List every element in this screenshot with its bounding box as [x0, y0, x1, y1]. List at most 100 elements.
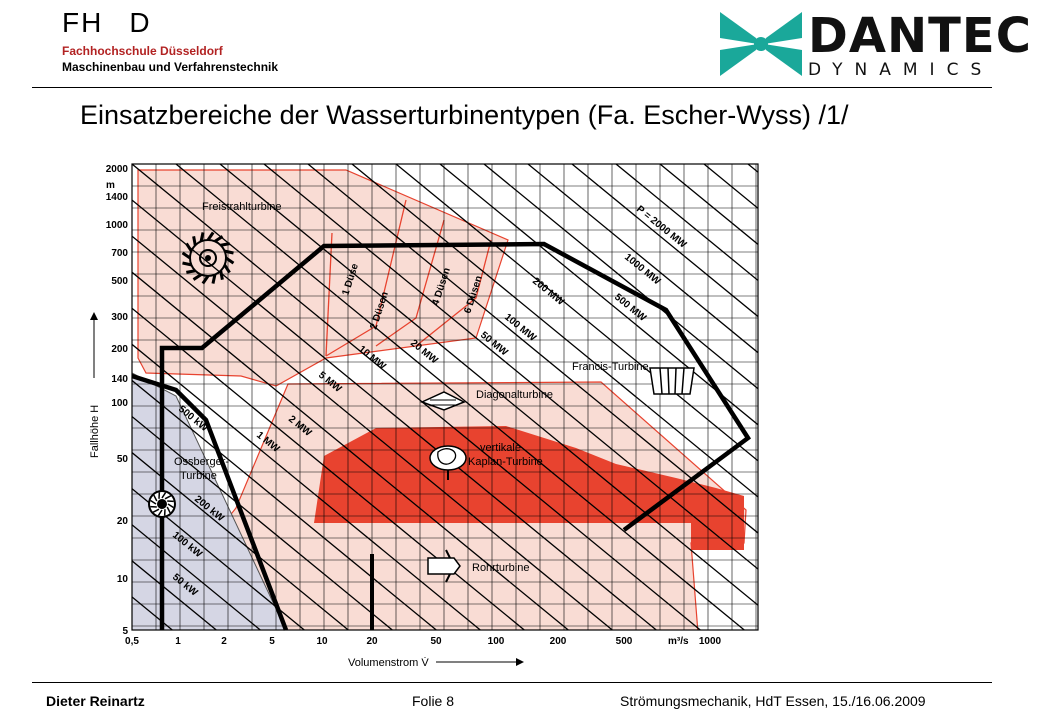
y-unit-label: m	[106, 180, 115, 191]
fhd-left: FH	[62, 7, 104, 38]
department-name: Maschinenbau und Verfahrenstechnik	[62, 60, 279, 74]
x-unit-label: m³/s	[668, 636, 689, 647]
ossberger-boundary	[131, 373, 289, 631]
pelton-wheel-icon	[181, 231, 235, 285]
slide-title: Einsatzbereiche der Wasserturbinentypen …	[80, 100, 849, 130]
x-tick-500: 500	[616, 636, 633, 647]
pelton-bucket-8	[181, 251, 191, 260]
y-tick-5: 5	[122, 626, 128, 637]
power-line-7	[132, 343, 482, 630]
x-tick-10: 10	[316, 636, 328, 647]
pelton-bucket-14	[220, 242, 230, 247]
plot-frame	[131, 163, 759, 631]
label-diagonalturbine: Diagonalturbine	[476, 389, 553, 401]
y-tick-10: 10	[117, 574, 129, 585]
diagonal-runner-icon	[420, 391, 466, 411]
power-line-20	[483, 164, 758, 390]
school-name: Fachhochschule Düsseldorf	[62, 44, 223, 58]
y-tick-500: 500	[111, 276, 128, 287]
label-freistrahlturbine: Freistrahlturbine	[202, 201, 281, 213]
bulb-runner-icon	[427, 549, 461, 583]
x-tick-5: 5	[269, 636, 275, 647]
label-ossberger: Ossberger-	[174, 456, 229, 468]
y-tick-100: 100	[111, 398, 128, 409]
y-axis-title: Fallhöhe H	[89, 405, 101, 458]
ossberger-blade-10	[164, 495, 172, 500]
label-kaplan-turbine: Kaplan-Turbine	[468, 456, 543, 468]
y-tick-140: 140	[111, 374, 128, 385]
pelton-bucket-1	[223, 264, 231, 274]
fhd-right: D	[129, 7, 152, 38]
power-line-9	[132, 271, 570, 630]
ossberger-blade-1	[166, 506, 171, 514]
label-vertikale: vertikale	[480, 442, 521, 454]
ossberger-blade-7	[153, 494, 158, 502]
power-line-22	[571, 164, 758, 318]
pelton-bucket-12	[206, 231, 215, 241]
footer-author: Dieter Reinartz	[46, 693, 145, 709]
pelton-bucket-6	[186, 269, 196, 274]
logo-name: DANTEC	[808, 8, 1032, 64]
power-line-23	[615, 164, 758, 282]
freistrahl-region	[137, 169, 509, 387]
y-tick-1400: 1400	[106, 192, 129, 203]
pelton-bucket-9	[185, 242, 193, 252]
dantec-logo: DANTEC DYNAMICS	[716, 8, 1031, 80]
footer-slide-number: Folie 8	[412, 693, 455, 709]
pelton-bucket-10	[192, 236, 197, 246]
kaplan-runner-icon	[429, 445, 467, 480]
francis-runner-icon	[649, 367, 695, 395]
institution-brand: FH D Fachhochschule Düsseldorf Maschinenb…	[62, 8, 279, 75]
nozzle-line-1	[325, 232, 333, 357]
pelton-bucket-2	[219, 270, 224, 280]
dantec-emblem-icon	[720, 12, 802, 76]
power-line-13	[175, 164, 746, 630]
pelton-bucket-3	[211, 274, 217, 284]
x-tick-2: 2	[221, 636, 227, 647]
label-ossberger-turbine: Turbine	[180, 470, 217, 482]
pelton-bucket-11	[199, 232, 205, 242]
pelton-bucket-15	[224, 249, 234, 255]
x-tick-0,5: 0,5	[125, 636, 139, 647]
power-line-5	[132, 415, 394, 630]
ossberger-blade-9	[161, 492, 167, 499]
power-line-17	[351, 164, 758, 498]
pelton-bucket-13	[214, 235, 224, 243]
footer-event: Strömungsmechanik, HdT Essen, 15./16.06.…	[620, 693, 926, 709]
y-tick-1000: 1000	[106, 220, 129, 231]
header-rule	[32, 87, 992, 88]
label-rohrturbine: Rohrturbine	[472, 562, 529, 574]
ossberger-wheel-icon	[148, 490, 176, 518]
power-line-14	[219, 164, 758, 607]
logo-subname: DYNAMICS	[808, 60, 994, 80]
power-line-16	[307, 164, 758, 534]
pelton-bucket-0	[225, 256, 235, 265]
x-axis-arrowhead	[516, 658, 524, 666]
y-tick-2000: 2000	[106, 164, 129, 175]
power-line-15	[263, 164, 758, 570]
y-tick-700: 700	[111, 248, 128, 259]
nozzle-line-4	[415, 239, 492, 347]
power-line-10	[132, 235, 614, 630]
pelton-bucket-7	[182, 261, 192, 267]
x-tick-1000: 1000	[699, 636, 722, 647]
ossberger-blade-6	[150, 499, 157, 505]
x-axis-title: Volumenstrom V̇	[348, 656, 429, 669]
fhd-wordmark: FH D	[62, 8, 278, 38]
power-line-21	[527, 164, 758, 354]
plot-grid	[131, 163, 758, 630]
y-axis-arrowhead	[90, 312, 98, 320]
x-tick-50: 50	[430, 636, 442, 647]
x-tick-1: 1	[175, 636, 181, 647]
ossberger-blade-0	[167, 503, 174, 509]
pelton-bucket-4	[201, 275, 210, 285]
y-tick-20: 20	[117, 516, 129, 527]
x-tick-20: 20	[366, 636, 378, 647]
ossberger-blade-4	[152, 508, 160, 513]
power-line-12	[132, 164, 702, 630]
y-tick-200: 200	[111, 344, 128, 355]
